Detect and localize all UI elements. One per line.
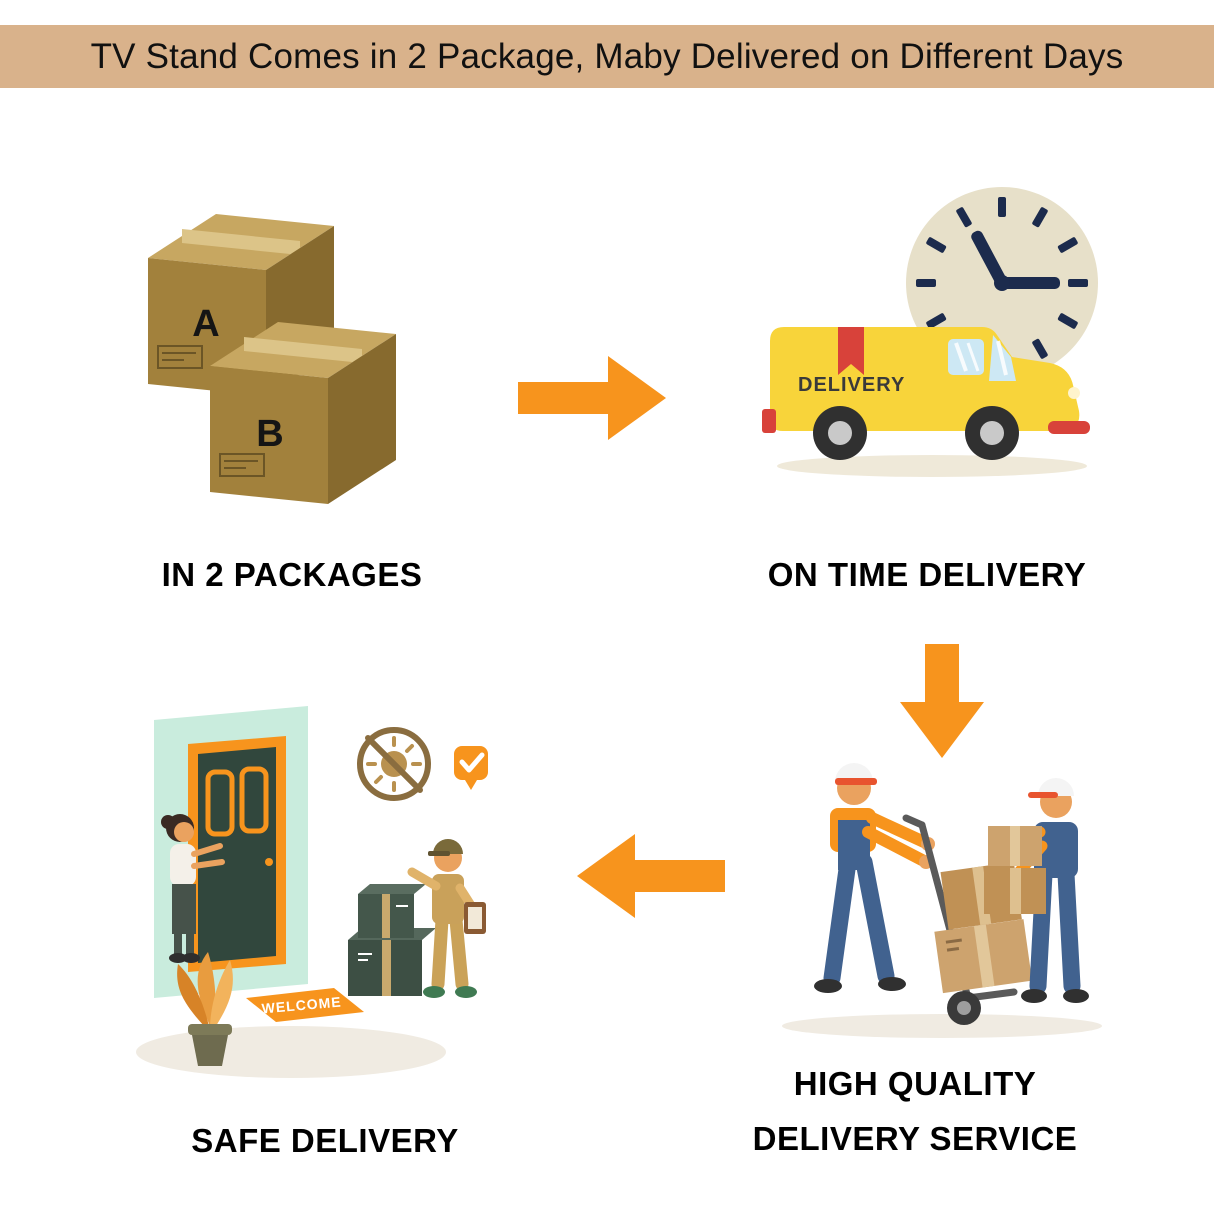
worker-left <box>814 763 935 993</box>
safe-delivery-illustration: WELCOME <box>136 706 488 1078</box>
ground-shadow <box>782 1014 1102 1038</box>
caption-service-line2: DELIVERY SERVICE <box>752 1120 1078 1157</box>
header-banner: TV Stand Comes in 2 Package, Maby Delive… <box>0 25 1214 88</box>
delivery-service-illustration <box>782 763 1102 1038</box>
package-stack <box>348 884 436 996</box>
clock-ticks <box>916 197 1088 369</box>
van-side-text: DELIVERY <box>798 374 905 396</box>
courier-figure <box>407 839 486 998</box>
caption-service-line1: HIGH QUALITY <box>793 1065 1037 1102</box>
ground-shadow <box>136 1026 446 1078</box>
caption-on-time: ON TIME DELIVERY <box>767 556 1087 593</box>
no-virus-icon <box>357 727 431 801</box>
caption-safe: SAFE DELIVERY <box>191 1122 459 1159</box>
plant <box>177 952 233 1066</box>
check-badge-icon <box>454 746 488 790</box>
door <box>188 736 286 972</box>
box-b: B <box>210 322 396 504</box>
cap-icon <box>1038 778 1074 796</box>
arrow-right-icon <box>518 356 666 440</box>
courier-cap-icon <box>433 839 463 854</box>
arrow-down-icon <box>900 644 984 758</box>
welcome-mat: WELCOME <box>246 988 364 1022</box>
ribbon-icon <box>838 327 864 375</box>
worker-right <box>984 778 1089 1003</box>
delivery-van-icon: DELIVERY <box>762 327 1090 460</box>
packages-illustration: A B <box>148 214 396 504</box>
caption-service: HIGH QUALITY DELIVERY SERVICE <box>705 1056 1125 1166</box>
arrow-left-icon <box>577 834 725 918</box>
welcome-mat-text: WELCOME <box>261 994 342 1017</box>
woman-figure <box>161 814 225 963</box>
cap-icon <box>835 763 873 782</box>
hand-truck <box>902 814 1018 1025</box>
carried-boxes <box>984 826 1046 914</box>
clipboard-icon <box>464 902 486 934</box>
on-time-illustration: DELIVERY <box>762 187 1098 477</box>
ground-shadow <box>777 455 1087 477</box>
box-b-label: B <box>256 413 283 455</box>
box-a-label: A <box>192 303 219 345</box>
caption-packages: IN 2 PACKAGES <box>161 556 423 593</box>
header-title: TV Stand Comes in 2 Package, Maby Delive… <box>90 36 1124 76</box>
